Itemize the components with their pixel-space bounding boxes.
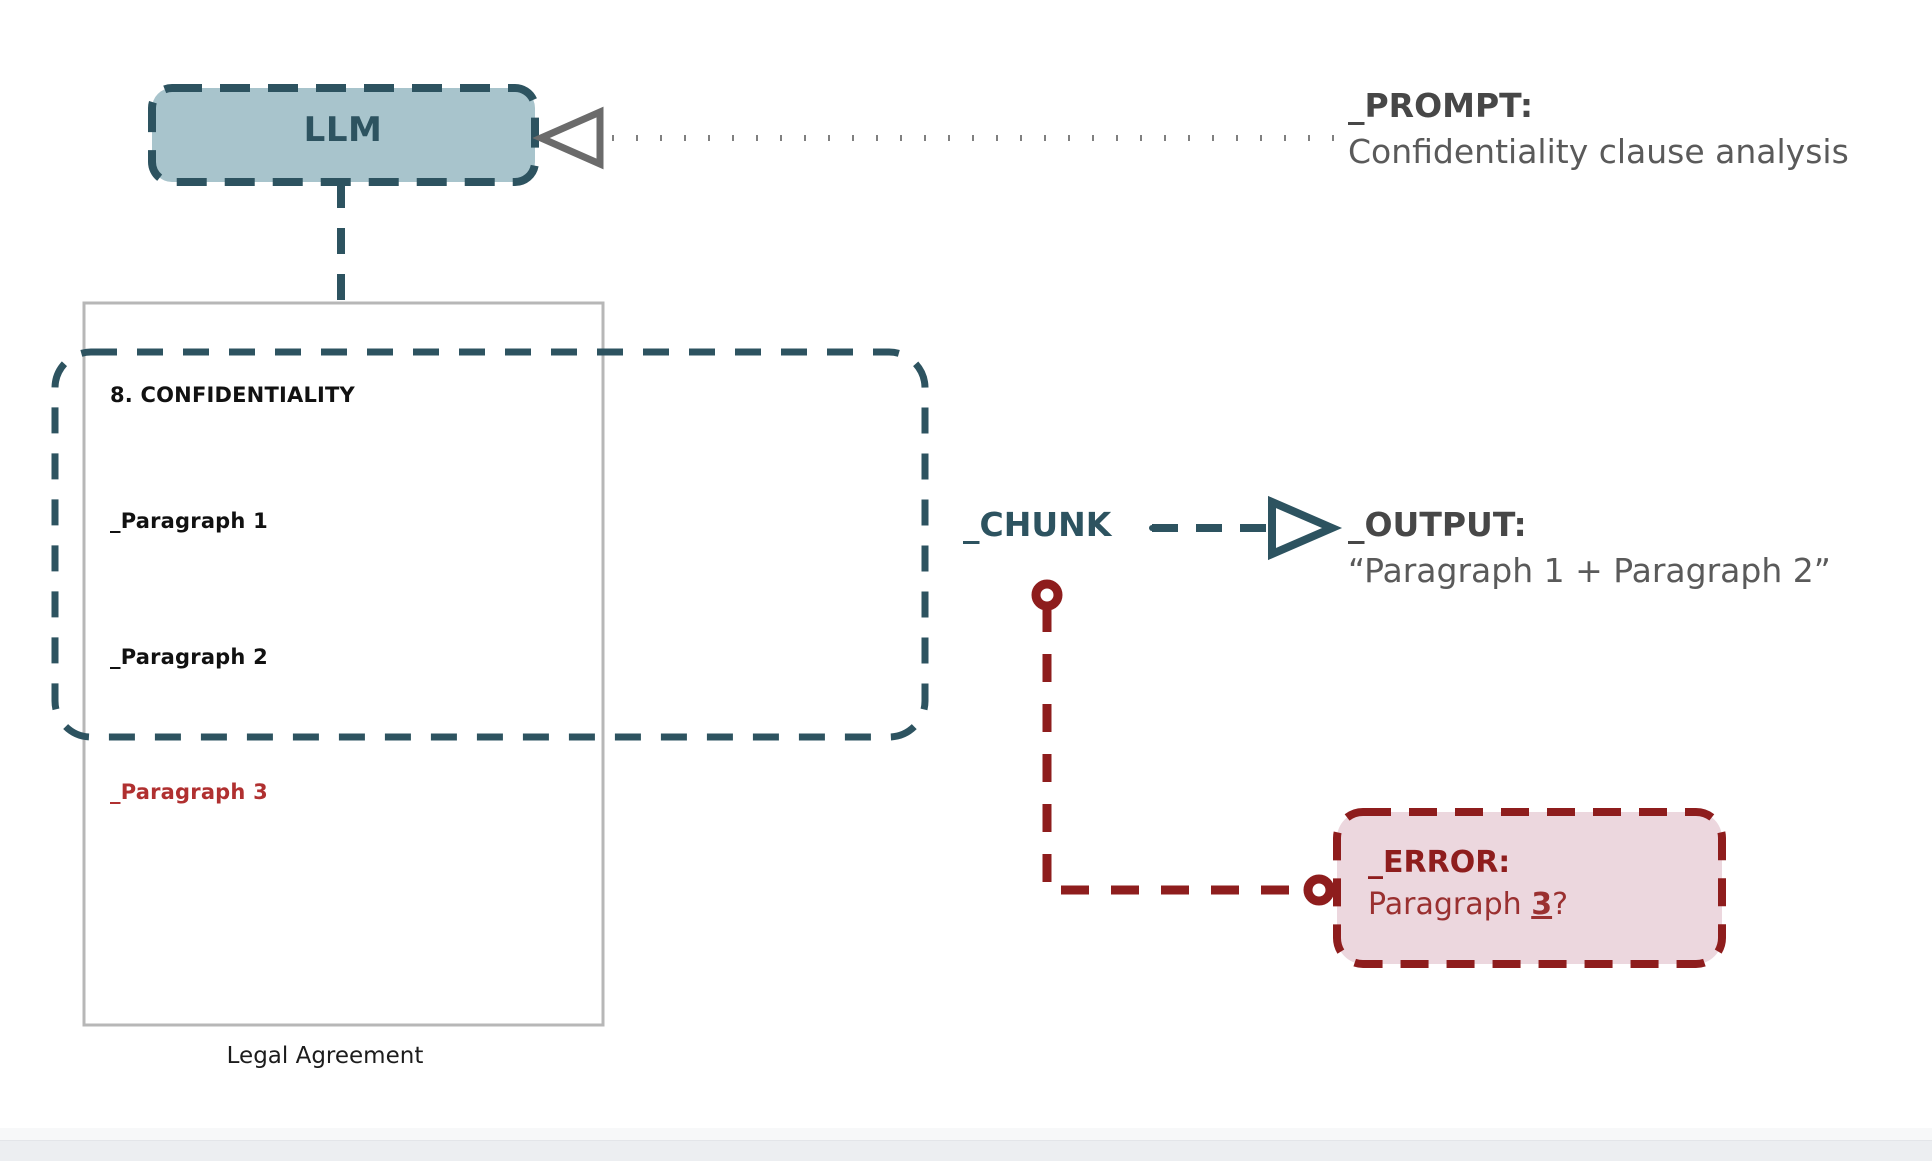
chunk-label: _CHUNK — [963, 505, 1112, 544]
chunk-boundary-region — [51, 348, 929, 741]
chunk-connector-dot — [1149, 525, 1155, 531]
error-path-end-marker — [1303, 874, 1335, 906]
error-path-start-marker — [1031, 579, 1063, 611]
error-body-prefix: Paragraph — [1368, 887, 1532, 922]
prompt-arrowhead-icon — [532, 106, 604, 170]
window-chrome-bottom-bar — [0, 1140, 1932, 1161]
error-body-emphasis: 3 — [1531, 887, 1553, 922]
output-annotation: _OUTPUT: “Paragraph 1 + Paragraph 2” — [1348, 503, 1831, 595]
error-body-suffix: ? — [1552, 887, 1569, 922]
output-body: “Paragraph 1 + Paragraph 2” — [1348, 551, 1831, 590]
error-annotation: _ERROR: Paragraph 3? — [1368, 843, 1568, 927]
llm-node-label: LLM — [303, 110, 383, 150]
prompt-body: Confidentiality clause analysis — [1348, 132, 1849, 171]
prompt-title: _PROMPT: — [1348, 86, 1534, 125]
prompt-annotation: _PROMPT: Confidentiality clause analysis — [1348, 84, 1849, 176]
window-chrome-filler — [0, 1128, 1932, 1140]
document-paragraph-2: _Paragraph 2 — [110, 645, 268, 669]
chunk-to-error-connector — [1042, 604, 1308, 895]
legal-agreement-page — [82, 301, 605, 1027]
error-body: Paragraph 3? — [1368, 883, 1568, 927]
document-paragraph-1: _Paragraph 1 — [110, 509, 268, 533]
output-arrowhead-icon — [1268, 495, 1343, 561]
document-paragraph-3: _Paragraph 3 — [110, 780, 268, 804]
output-title: _OUTPUT: — [1348, 505, 1527, 544]
document-heading: 8. CONFIDENTIALITY — [110, 383, 355, 407]
error-title: _ERROR: — [1368, 845, 1511, 880]
error-node-box[interactable] — [1333, 808, 1726, 968]
document-caption: Legal Agreement — [226, 1043, 424, 1069]
